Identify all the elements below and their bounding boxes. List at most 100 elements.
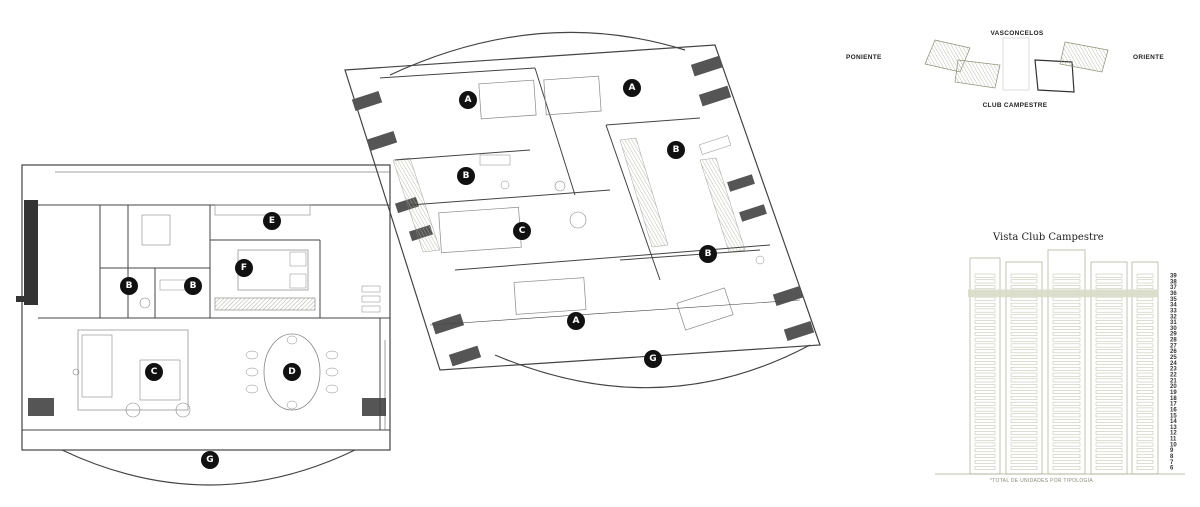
tower-window: [1010, 355, 1038, 359]
tower-window: [1052, 454, 1081, 458]
tower-window: [1010, 431, 1038, 435]
tower-window: [1052, 407, 1081, 412]
right-unit-labels: A A B B C B A G: [457, 79, 717, 368]
floor-number: 17: [1170, 402, 1177, 408]
tower-window: [974, 279, 996, 284]
floor-number: 34: [1170, 303, 1177, 309]
room-label-C-left: C: [145, 363, 163, 381]
floor-number: 9: [1170, 448, 1174, 454]
tower-window: [1136, 337, 1154, 342]
tower-window: [974, 431, 996, 435]
tower-window: [1010, 320, 1038, 324]
tower-window: [974, 314, 996, 319]
tower-window: [1010, 401, 1038, 406]
room-label-B-right-3: B: [699, 245, 717, 263]
tower-window: [974, 436, 996, 441]
tower-window: [1010, 390, 1038, 394]
room-label-G-right: G: [644, 350, 662, 368]
tower-window: [1095, 297, 1123, 301]
room-label-A-right-3: A: [567, 312, 585, 330]
tower-window: [1136, 407, 1154, 412]
floor-number: 39: [1170, 273, 1177, 279]
floor-number-list: 3938373635343332313029282726252423222120…: [1170, 273, 1177, 471]
tower-window: [974, 419, 996, 423]
svg-text:C: C: [151, 367, 158, 377]
tower-window: [1010, 419, 1038, 423]
tower-window: [1136, 413, 1154, 418]
floor-number: 16: [1170, 407, 1177, 413]
tower-window: [974, 413, 996, 418]
tower-window: [1052, 396, 1081, 400]
tower-window: [1136, 314, 1154, 319]
floor-number: 30: [1170, 326, 1177, 332]
room-label-B-left-2: B: [184, 277, 202, 295]
tower-window: [974, 425, 996, 429]
tower-window: [1010, 396, 1038, 400]
floor-number: 36: [1170, 291, 1177, 297]
svg-text:B: B: [126, 281, 133, 291]
room-label-G-left: G: [201, 451, 219, 469]
tower-window: [1010, 302, 1038, 307]
svg-text:A: A: [573, 316, 580, 326]
tower-window: [1095, 285, 1123, 290]
room-label-E: E: [263, 212, 281, 230]
tower-window: [974, 384, 996, 389]
tower-window: [1095, 413, 1123, 418]
floor-number: 26: [1170, 349, 1177, 355]
orientation-north: VASCONCELOS: [990, 30, 1043, 37]
tower-window: [974, 326, 996, 330]
tower-window: [974, 442, 996, 447]
tower-window: [1052, 326, 1081, 330]
tower-window: [1052, 297, 1081, 301]
orientation-south: CLUB CAMPESTRE: [983, 102, 1048, 109]
tower-window: [1136, 454, 1154, 458]
left-unit-labels: E F B B C D G: [120, 212, 301, 469]
tower-window: [1052, 431, 1081, 435]
tower-window: [974, 337, 996, 342]
tower-column: [1090, 261, 1128, 475]
tower-window: [1010, 425, 1038, 429]
tower-window: [1095, 431, 1123, 435]
tower-window: [1136, 431, 1154, 435]
tower-elevation: 3938373635343332313029282726252423222120…: [935, 249, 1185, 475]
tower-window: [974, 361, 996, 365]
orientation-east: ORIENTE: [1133, 54, 1164, 61]
floor-number: 23: [1170, 367, 1177, 373]
tower-window: [1136, 302, 1154, 307]
tower-window: [1010, 366, 1038, 371]
tower-window: [1010, 349, 1038, 354]
tower-column: [969, 257, 1001, 475]
left-unit-plan: [16, 164, 391, 486]
tower-window: [1052, 285, 1081, 290]
tower-window: [1095, 326, 1123, 330]
tower-window: [1010, 384, 1038, 389]
tower-window: [1136, 308, 1154, 313]
floor-number: 20: [1170, 384, 1177, 390]
floor-number: 37: [1170, 285, 1177, 291]
floor-number: 24: [1170, 361, 1177, 367]
tower-window: [1095, 396, 1123, 400]
floor-number: 10: [1170, 442, 1177, 448]
floor-number: 22: [1170, 372, 1177, 378]
tower-window: [1095, 279, 1123, 284]
tower-window: [1136, 332, 1154, 336]
tower-window: [1136, 361, 1154, 365]
tower-window: [1136, 349, 1154, 354]
tower-window: [1010, 448, 1038, 453]
svg-text:E: E: [269, 216, 275, 226]
tower-window: [1052, 273, 1081, 278]
tower-window: [1010, 326, 1038, 330]
tower-window: [1052, 308, 1081, 313]
tower-window: [1136, 279, 1154, 284]
room-label-F: F: [235, 259, 253, 277]
tower-window: [1136, 390, 1154, 394]
tower-window: [1095, 302, 1123, 307]
tower-window: [1095, 460, 1123, 464]
tower-window: [1052, 401, 1081, 406]
tower-window: [1095, 320, 1123, 324]
tower-window: [1136, 465, 1154, 470]
tower-window: [1095, 454, 1123, 458]
room-label-C-right: C: [513, 222, 531, 240]
tower-window: [1095, 465, 1123, 470]
